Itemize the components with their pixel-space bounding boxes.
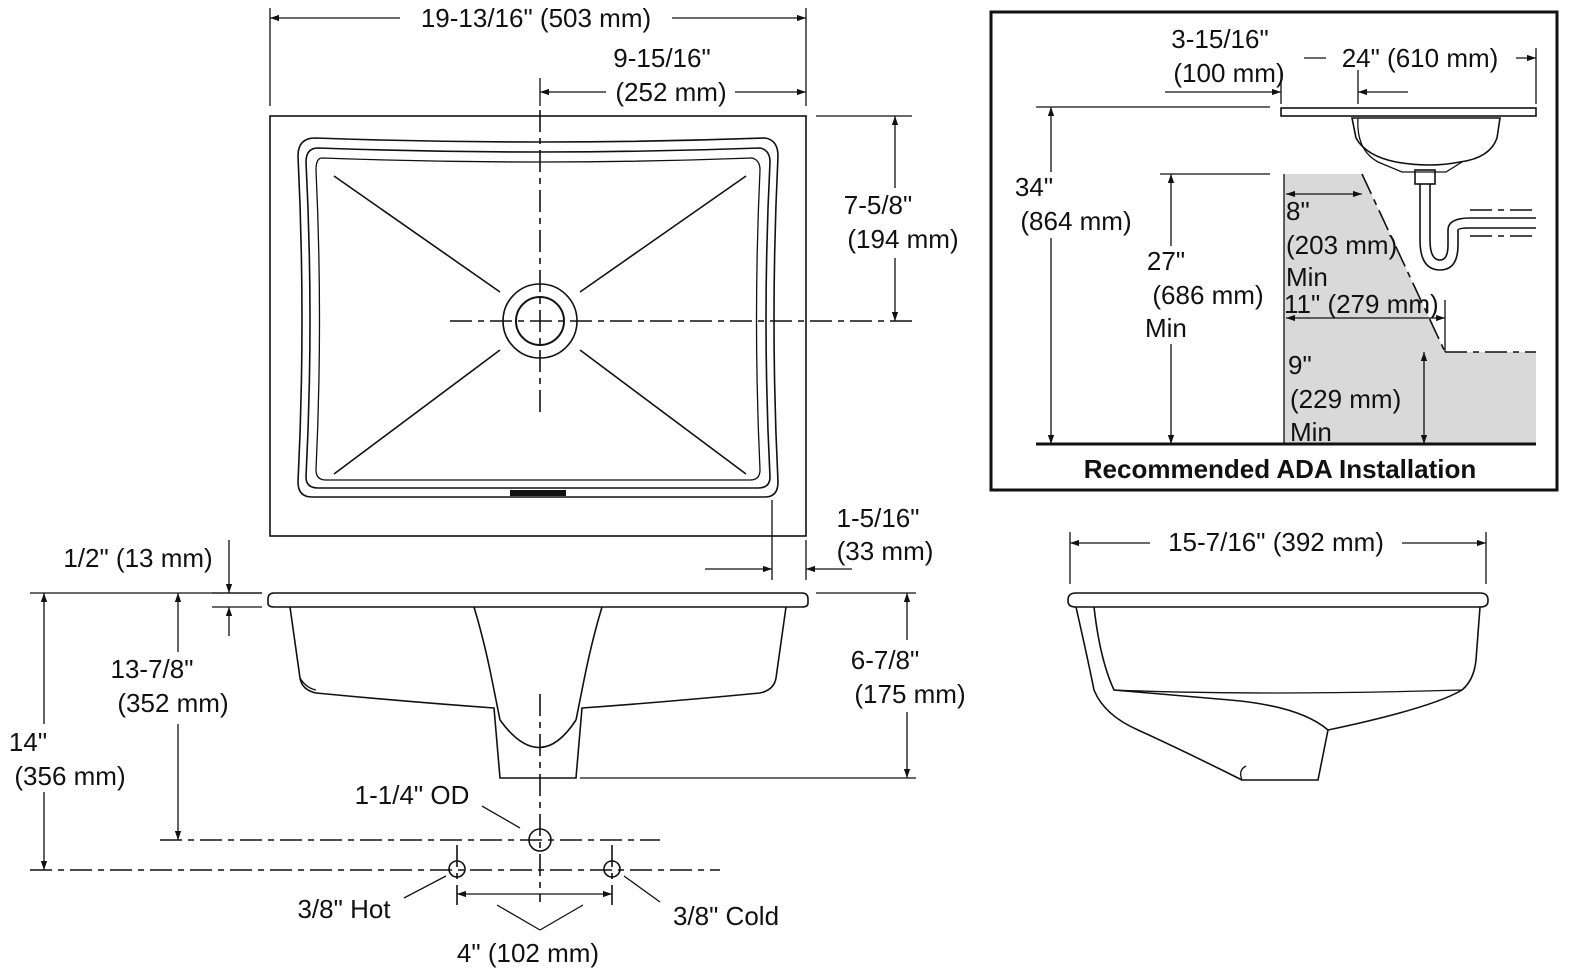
drain-depth-mm-label: (194 mm) — [847, 224, 958, 254]
drain-depth-label: 7-5/8" — [844, 190, 913, 220]
hot-supply-label: 3/8" Hot — [297, 894, 391, 924]
front-rim — [267, 592, 809, 608]
bowl-depth-label: 6-7/8" — [851, 645, 920, 675]
ada-setback-label: 3-15/16" — [1171, 24, 1268, 54]
ada-toe-depth-label: 11" (279 mm) — [1284, 289, 1439, 319]
drain-od-label: 1-1/4" OD — [355, 780, 470, 810]
sink-top-outline — [269, 115, 807, 537]
ada-counter-height-mm-label: (864 mm) — [1020, 206, 1131, 236]
side-rim — [1067, 592, 1489, 608]
overall-width-label: 19-13/16" (503 mm) — [421, 3, 651, 33]
ada-knee-height-min-label: Min — [1145, 313, 1187, 343]
ada-frame — [989, 10, 1559, 492]
ada-counter-height-label: 34" — [1015, 172, 1053, 202]
supply-height-label: 13-7/8" — [111, 654, 194, 684]
ada-knee-height-mm-label: (686 mm) — [1152, 280, 1263, 310]
cold-supply-label: 3/8" Cold — [673, 901, 779, 931]
knee-clearance-area — [1284, 174, 1536, 444]
drain-offset-label: 9-15/16" — [613, 43, 710, 73]
ada-countertop — [1280, 107, 1537, 117]
ada-clearance-depth-label: 24" (610 mm) — [1342, 43, 1499, 73]
rim-thickness-label: 1/2" (13 mm) — [63, 543, 212, 573]
ada-toe-height-mm-label: (229 mm) — [1290, 384, 1401, 414]
overflow-slot — [510, 490, 566, 496]
supply-spacing-label: 4" (102 mm) — [457, 938, 599, 968]
top-view: 19-13/16" (503 mm) 9-15/16" (252 mm) 7-5… — [269, 3, 959, 580]
ada-setback-mm-label: (100 mm) — [1173, 58, 1284, 88]
supply-height-mm-label: (352 mm) — [117, 688, 228, 718]
bowl-depth-mm-label: (175 mm) — [854, 679, 965, 709]
ada-toe-height-min-label: Min — [1290, 417, 1332, 447]
side-depth-label: 15-7/16" (392 mm) — [1168, 527, 1384, 557]
ada-knee-depth-mm-label: (203 mm) — [1286, 230, 1397, 260]
drain-offset-mm-label: (252 mm) — [615, 77, 726, 107]
ada-knee-depth-label: 8" — [1286, 196, 1310, 226]
front-view: 1-1/4" OD 3/8" Hot 3/8" Cold 4" (102 mm)… — [9, 540, 966, 968]
ada-toe-height-label: 9" — [1288, 350, 1312, 380]
ada-knee-height-label: 27" — [1147, 246, 1185, 276]
ada-sink — [1351, 117, 1501, 166]
rim-width-mm-label: (33 mm) — [837, 536, 934, 566]
rim-width-label: 1-5/16" — [837, 503, 920, 533]
drain-height-label: 14" — [9, 727, 47, 757]
ada-knee-depth-min-label: Min — [1286, 262, 1328, 292]
drain-height-mm-label: (356 mm) — [14, 761, 125, 791]
front-bowl — [289, 606, 787, 779]
ada-title: Recommended ADA Installation — [1084, 454, 1476, 484]
side-view: 15-7/16" (392 mm) — [1067, 527, 1489, 781]
ada-installation-panel: 3-15/16" (100 mm) 24" (610 mm) 34" (864 … — [989, 10, 1559, 492]
